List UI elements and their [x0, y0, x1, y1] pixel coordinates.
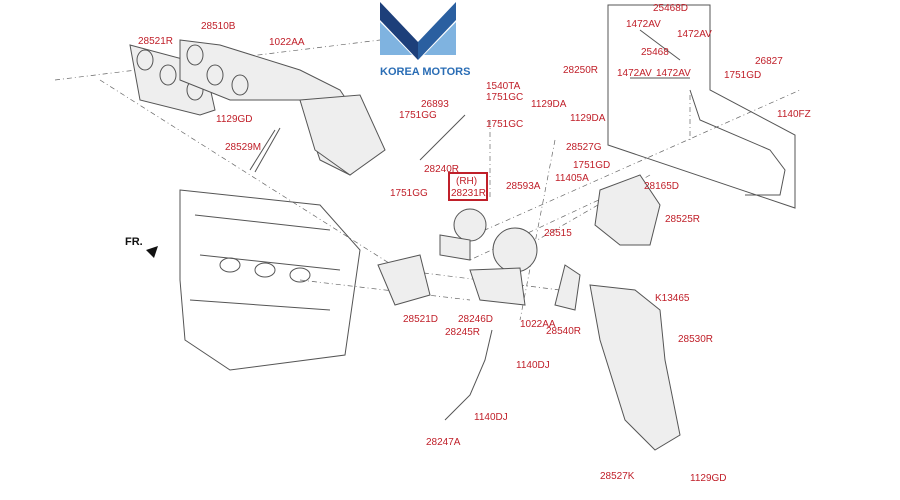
logo-text: KOREA MOTORS — [380, 66, 470, 78]
label-1129GD-top[interactable]: 1129GD — [216, 114, 253, 125]
engine-block — [179, 189, 361, 371]
label-28245R[interactable]: 28245R — [445, 327, 480, 338]
label-28529M[interactable]: 28529M — [225, 142, 261, 153]
label-26827[interactable]: 26827 — [755, 56, 783, 67]
label-1751GC-a[interactable]: 1751GC — [486, 92, 523, 103]
label-28247A[interactable]: 28247A — [426, 437, 461, 448]
label-28521R[interactable]: 28521R — [138, 36, 173, 47]
label-1472AV-b[interactable]: 1472AV — [677, 29, 712, 40]
label-28521D[interactable]: 28521D — [403, 314, 438, 325]
label-1751GG-b[interactable]: 1751GG — [390, 188, 428, 199]
label-28530R[interactable]: 28530R — [678, 334, 713, 345]
label-1022AA-top[interactable]: 1022AA — [269, 37, 305, 48]
label-28250R[interactable]: 28250R — [563, 65, 598, 76]
label-1140FZ[interactable]: 1140FZ — [777, 109, 811, 120]
label-1129DA-b[interactable]: 1129DA — [570, 113, 606, 124]
exhaust-manifold-lh — [129, 39, 386, 176]
label-28525R[interactable]: 28525R — [665, 214, 700, 225]
label-28593A[interactable]: 28593A — [506, 181, 541, 192]
catalytic-converter-rh — [554, 174, 681, 451]
label-1472AV-a[interactable]: 1472AV — [626, 19, 661, 30]
highlight-part: 28231R — [451, 188, 486, 199]
label-26893[interactable]: 26893 — [421, 99, 449, 110]
label-28527G[interactable]: 28527G — [566, 142, 602, 153]
label-28240R[interactable]: 28240R — [424, 164, 459, 175]
label-28515[interactable]: 28515 — [544, 228, 572, 239]
label-1022AA-bot[interactable]: 1022AA — [520, 319, 556, 330]
label-28246D[interactable]: 28246D — [458, 314, 493, 325]
label-28510B[interactable]: 28510B — [201, 21, 236, 32]
label-11405A[interactable]: 11405A — [555, 173, 589, 184]
korea-motors-logo: KOREA MOTORS — [380, 2, 470, 78]
turbocharger — [377, 208, 538, 306]
oil-lines — [419, 29, 786, 421]
label-1129GD-bot[interactable]: 1129GD — [690, 473, 727, 484]
label-1472AV-d[interactable]: 1472AV — [656, 68, 691, 79]
label-28540R[interactable]: 28540R — [546, 326, 581, 337]
label-1472AV-c[interactable]: 1472AV — [617, 68, 652, 79]
label-25468D[interactable]: 25468D — [653, 3, 688, 14]
part-labels: 28521R 28510B 1022AA 1129GD 28529M 26893… — [138, 3, 811, 484]
label-28165D[interactable]: 28165D — [644, 181, 679, 192]
label-1540TA[interactable]: 1540TA — [486, 81, 521, 92]
label-25468[interactable]: 25468 — [641, 47, 669, 58]
highlight-box — [448, 172, 488, 201]
label-1140DJ-a[interactable]: 1140DJ — [516, 360, 550, 371]
label-1751GD-b[interactable]: 1751GD — [724, 70, 761, 81]
label-1751GD-a[interactable]: 1751GD — [573, 160, 610, 171]
label-1129DA-a[interactable]: 1129DA — [531, 99, 567, 110]
label-1751GG-a[interactable]: 1751GG — [399, 110, 437, 121]
front-arrow-icon — [146, 246, 158, 258]
front-marker: FR. — [125, 236, 143, 248]
label-1140DJ-b[interactable]: 1140DJ — [474, 412, 508, 423]
hose-kit-box — [607, 4, 796, 209]
label-K13465[interactable]: K13465 — [655, 293, 690, 304]
label-1751GC-b[interactable]: 1751GC — [486, 119, 523, 130]
highlight-rh: (RH) — [456, 176, 477, 187]
label-28527K[interactable]: 28527K — [600, 471, 635, 482]
